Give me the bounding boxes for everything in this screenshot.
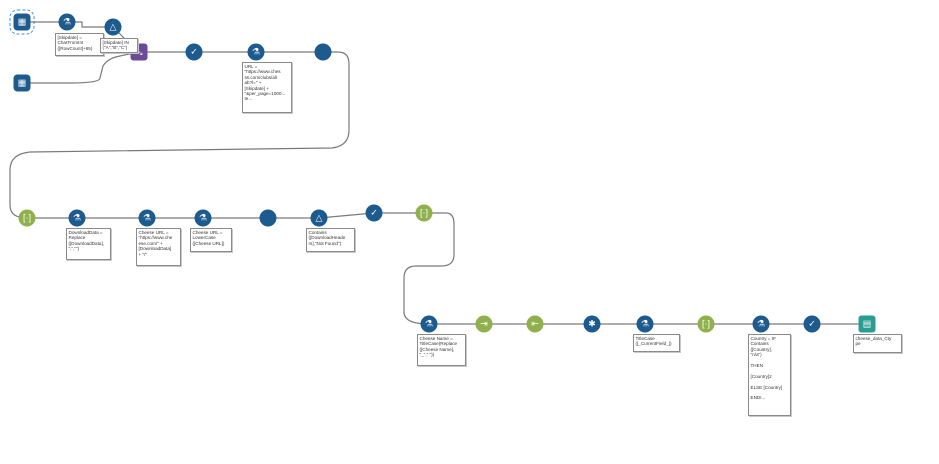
tool-formula[interactable]: ⚗ [68, 209, 86, 227]
filter-icon: △ [315, 212, 323, 223]
wire [318, 212, 375, 219]
input-data-icon: ▦ [17, 77, 27, 88]
tool-formula[interactable]: ⚗ [138, 209, 156, 227]
tool-regex[interactable]: [·] [415, 204, 433, 222]
tool-parse[interactable]: ⇤ [526, 315, 544, 333]
formula-icon: ⚗ [62, 16, 72, 27]
tool-parse[interactable]: ⇥ [475, 315, 493, 333]
tool-annotation: [Skipdate] IN ("A","B","C") [100, 38, 138, 53]
text-to-columns-icon: ⇤ [531, 318, 539, 329]
tool-select[interactable]: ✓ [185, 43, 203, 61]
tool-filter[interactable]: △ [104, 18, 122, 36]
formula-icon: ⚗ [756, 318, 766, 329]
text-to-columns-icon: ⇥ [480, 318, 488, 329]
tool-select[interactable]: ✓ [803, 315, 821, 333]
select-icon: ✓ [190, 46, 198, 57]
text-parse-icon: [·] [420, 207, 428, 218]
filter-icon: △ [109, 21, 117, 32]
formula-icon: ⚗ [198, 212, 208, 223]
tool-download[interactable] [259, 209, 277, 227]
tool-select[interactable]: ✓ [365, 204, 383, 222]
formula-icon: ⚗ [251, 46, 261, 57]
tool-annotation: TitleCase ([_CurrentField_]) [633, 334, 680, 352]
tool-input[interactable]: ▦ [9, 9, 35, 35]
unique-icon: ✱ [588, 318, 596, 329]
select-icon: ✓ [808, 318, 816, 329]
tool-annotation: Country = IF Contains ([Country], "n/a")… [748, 334, 791, 416]
output-data-icon: ▤ [862, 318, 872, 329]
tool-formula[interactable]: ⚗ [636, 315, 654, 333]
formula-icon: ⚗ [640, 318, 650, 329]
tool-regex[interactable]: [·] [697, 315, 715, 333]
wire [22, 51, 140, 84]
tool-annotation: [Skipdate] = CharFromInt ([RowCount]+65) [55, 33, 104, 56]
tool-annotation: Cheese Name = TitleCase(Replace ([Cheese… [417, 334, 466, 366]
wire [9, 51, 350, 219]
text-parse-icon: [·] [23, 212, 31, 223]
formula-icon: ⚗ [72, 212, 82, 223]
select-icon: ✓ [370, 207, 378, 218]
tool-annotation: URL = "https://www.ches ss.com/clubs/all… [242, 62, 292, 113]
input-data-icon: ▦ [17, 16, 27, 27]
tool-annotation: Cheese URL = "https://www.che ese.com/" … [136, 228, 181, 266]
tool-annotation: cheese_data_Cty pe [853, 334, 902, 353]
tool-formula[interactable]: ⚗ [420, 315, 438, 333]
formula-icon: ⚗ [424, 318, 434, 329]
tool-annotation: Cheese URL = LowerCase ([Cheese URL]) [190, 228, 232, 252]
tool-formula[interactable]: ⚗ [752, 315, 770, 333]
tool-annotation: DownloadData = Replace ([DownloadData], … [66, 228, 111, 260]
tool-output[interactable]: ▤ [858, 315, 876, 333]
tool-annotation: Contains ([DownloadHeade rs],"Not Found"… [306, 228, 355, 252]
text-parse-icon: [·] [702, 318, 710, 329]
tool-formula[interactable]: ⚗ [247, 43, 265, 61]
connection-wires [9, 21, 867, 325]
tool-unique[interactable]: ✱ [583, 315, 601, 333]
tool-filter[interactable]: △ [310, 209, 328, 227]
tool-regex[interactable]: [·] [18, 209, 36, 227]
tool-formula[interactable]: ⚗ [58, 13, 76, 31]
wire [403, 212, 455, 325]
tool-formula[interactable]: ⚗ [194, 209, 212, 227]
formula-icon: ⚗ [142, 212, 152, 223]
tool-download[interactable] [314, 43, 332, 61]
tool-input[interactable]: ▦ [13, 74, 31, 92]
